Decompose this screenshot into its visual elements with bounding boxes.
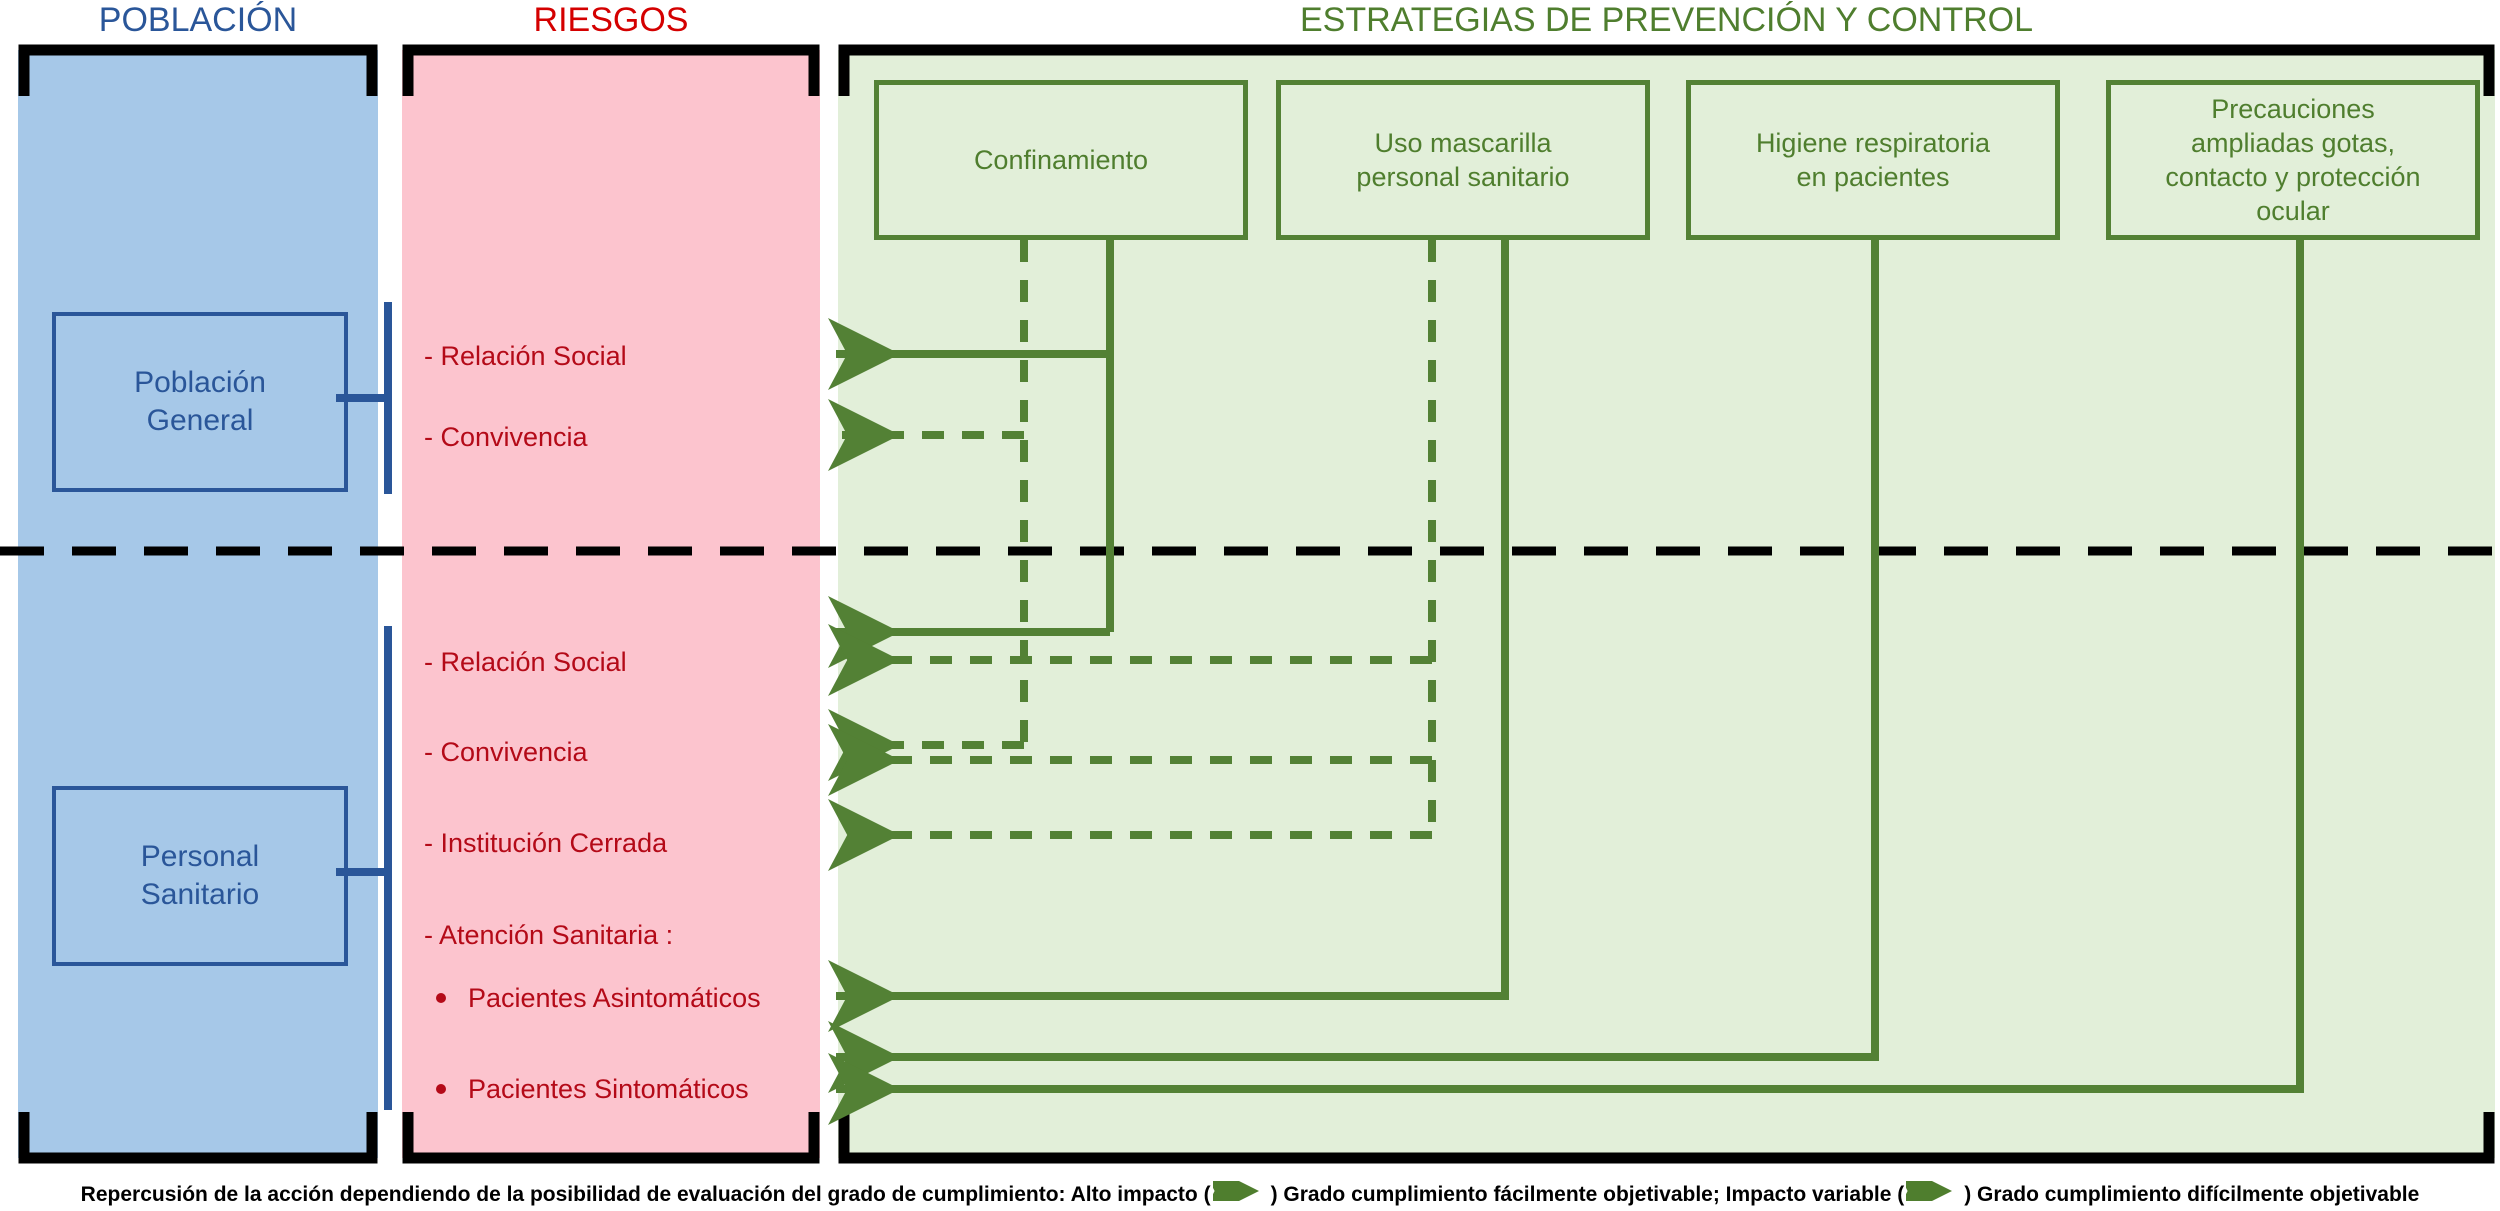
- risk-pacientes-sintomaticos-label: Pacientes Sintomáticos: [468, 1074, 749, 1104]
- strategy-higiene-line1: Higiene respiratoria: [1755, 128, 1991, 158]
- population-sanitario-line1: Personal: [140, 840, 260, 873]
- connector-precauciones-solid: [828, 240, 2304, 1125]
- strategy-confinamiento-line1: Confinamiento: [973, 145, 1149, 175]
- column-header-riesgos: RIESGOS: [533, 1, 689, 39]
- strategy-box-precauciones-ampliadas[interactable]: Precauciones ampliadas gotas, contacto y…: [2106, 80, 2480, 240]
- bracket-riesgos: [402, 44, 820, 1164]
- solid-arrow-icon: [1198, 1161, 1269, 1211]
- strategy-box-higiene-respiratoria[interactable]: Higiene respiratoria en pacientes: [1686, 80, 2060, 240]
- column-header-estrategias: ESTRATEGIAS DE PREVENCIÓN Y CONTROL: [1299, 1, 2034, 39]
- risk-general-convivencia: - Convivencia: [424, 422, 588, 452]
- strategy-mascarilla-line1: Uso mascarilla: [1374, 128, 1552, 158]
- connector-mascarilla-dashed: [828, 240, 1436, 871]
- risk-sanitario-pacientes-sintomaticos: Pacientes Sintomáticos: [436, 1073, 749, 1105]
- bracket-estrategias: [838, 44, 2495, 1164]
- column-header-poblacion: POBLACIÓN: [98, 1, 298, 39]
- strategy-box-uso-mascarilla[interactable]: Uso mascarilla personal sanitario: [1276, 80, 1650, 240]
- legend-text-part2: ) Grado cumplimiento fácilmente objetiva…: [1270, 1183, 1905, 1206]
- risk-pacientes-asintomaticos-label: Pacientes Asintomáticos: [468, 983, 761, 1013]
- population-general-line2: General: [146, 404, 254, 437]
- legend-text-part1: Repercusión de la acción dependiendo de …: [80, 1183, 1211, 1206]
- strategy-precauciones-line1: Precauciones: [2211, 94, 2375, 124]
- strategy-mascarilla-line2: personal sanitario: [1356, 162, 1570, 192]
- strategy-box-confinamiento[interactable]: Confinamiento: [874, 80, 1248, 240]
- strategy-higiene-line2: en pacientes: [1796, 162, 1950, 192]
- risk-general-relacion-social: - Relación Social: [424, 341, 627, 371]
- population-box-sanitario[interactable]: Personal Sanitario: [52, 786, 348, 966]
- strategy-precauciones-line3: contacto y protección: [2165, 162, 2421, 192]
- risk-sanitario-pacientes-asintomaticos: Pacientes Asintomáticos: [436, 982, 761, 1014]
- strategy-precauciones-line2: ampliadas gotas,: [2190, 128, 2396, 158]
- bullet-dot-icon: [436, 1083, 446, 1094]
- strategy-precauciones-line4: ocular: [2256, 196, 2330, 226]
- population-box-general[interactable]: Población General: [52, 312, 348, 492]
- connector-higiene-solid: [828, 240, 1879, 1093]
- risk-sanitario-relacion-social: - Relación Social: [424, 647, 627, 677]
- population-sanitario-line2: Sanitario: [140, 878, 260, 911]
- legend-footer: Repercusión de la acción dependiendo de …: [0, 1161, 2500, 1211]
- population-general-line1: Población: [134, 366, 266, 399]
- legend-text-part3: ) Grado cumplimiento difícilmente objeti…: [1964, 1183, 2420, 1206]
- panel-estrategias: [838, 50, 2495, 1158]
- bullet-dot-icon: [436, 992, 446, 1003]
- dashed-arrow-icon: [1892, 1161, 1962, 1211]
- connector-mascarilla-solid: [828, 240, 1509, 1032]
- risk-sanitario-atencion-sanitaria: - Atención Sanitaria :: [424, 920, 674, 950]
- bracket-personal-sanitario: [336, 626, 392, 1110]
- bracket-poblacion: [18, 44, 378, 1164]
- bracket-poblacion-general: [336, 302, 392, 494]
- risk-sanitario-institucion-cerrada: - Institución Cerrada: [424, 828, 668, 858]
- connector-confinamiento-dashed: [828, 240, 1028, 781]
- risk-sanitario-convivencia: - Convivencia: [424, 737, 588, 767]
- panel-poblacion: [18, 50, 378, 1158]
- panel-riesgos: [402, 50, 820, 1158]
